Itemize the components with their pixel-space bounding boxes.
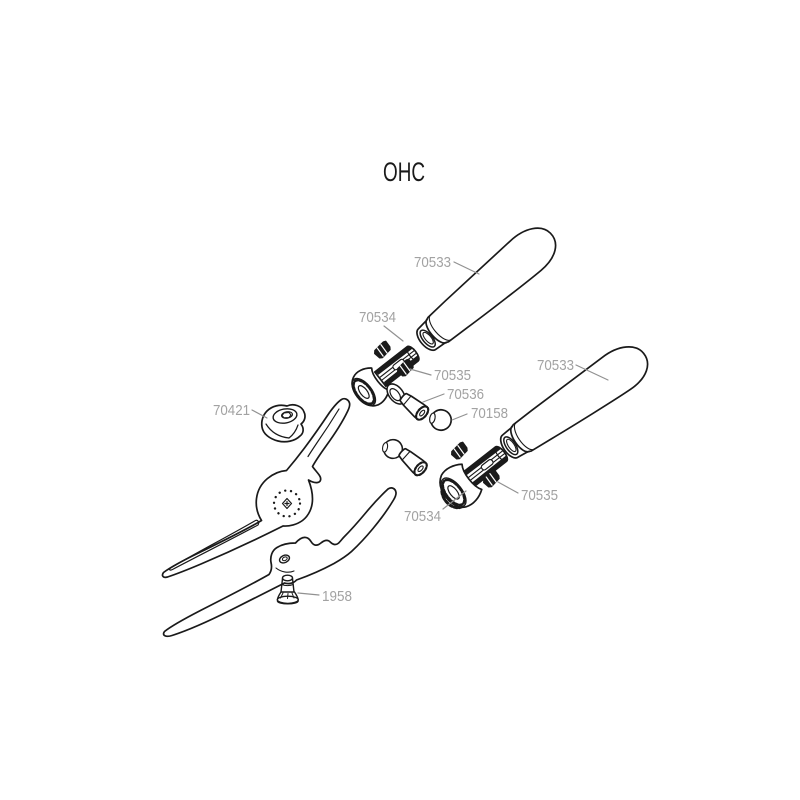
- lower-blade-hole: [278, 554, 291, 564]
- label-70535-lower: 70535: [521, 487, 558, 504]
- part-upper-blade: [161, 397, 351, 579]
- leader-70536: [422, 393, 445, 403]
- lower-blade-plate-line: [275, 567, 295, 573]
- lower-blade-hole-inner: [281, 556, 288, 562]
- label-70535-upper: 70535: [434, 367, 471, 384]
- leader-70533-right: [575, 364, 609, 381]
- leader-70535-upper: [409, 368, 432, 376]
- label-70533-upper: 70533: [414, 254, 451, 271]
- part-handle-right: [491, 335, 658, 469]
- part-clip-upper-a: [371, 339, 394, 361]
- part-handle-upper: [407, 216, 566, 361]
- label-70158: 70158: [471, 405, 508, 422]
- part-coupler-upper: [351, 343, 422, 407]
- part-coupler-lower: [439, 443, 511, 510]
- leader-70534-upper: [383, 325, 404, 342]
- upper-blade-tang-line: [307, 408, 340, 458]
- leader-70534-lower: [442, 490, 467, 510]
- part-pivot-bolt-1958: [276, 574, 299, 605]
- part-wing-nut: [260, 403, 306, 443]
- label-70534-upper: 70534: [359, 309, 396, 326]
- label-70534-lower: 70534: [404, 508, 441, 525]
- pivot-center-hole: [281, 497, 293, 510]
- label-70421: 70421: [213, 402, 250, 419]
- leader-1958: [297, 592, 320, 596]
- part-clip-lower-a: [448, 440, 471, 462]
- upper-blade-outline: [161, 397, 351, 579]
- pivot-dotted-circle: [272, 489, 302, 518]
- leader-lines: [251, 261, 609, 596]
- part-lower-blade: [162, 487, 397, 638]
- part-ball-upper: [426, 406, 454, 433]
- leader-70535-lower: [497, 481, 519, 494]
- leader-70158: [451, 413, 468, 421]
- leader-70533-upper: [453, 261, 480, 275]
- leader-70421: [251, 409, 268, 419]
- label-70533-right: 70533: [537, 357, 574, 374]
- label-1958: 1958: [322, 588, 352, 605]
- part-labels: 70533 70534 70535 70536 70158 70533 7053…: [213, 254, 574, 605]
- diagram-title: OHC: [383, 157, 425, 187]
- upper-blade-bevel: [168, 519, 260, 571]
- label-70536: 70536: [447, 386, 484, 403]
